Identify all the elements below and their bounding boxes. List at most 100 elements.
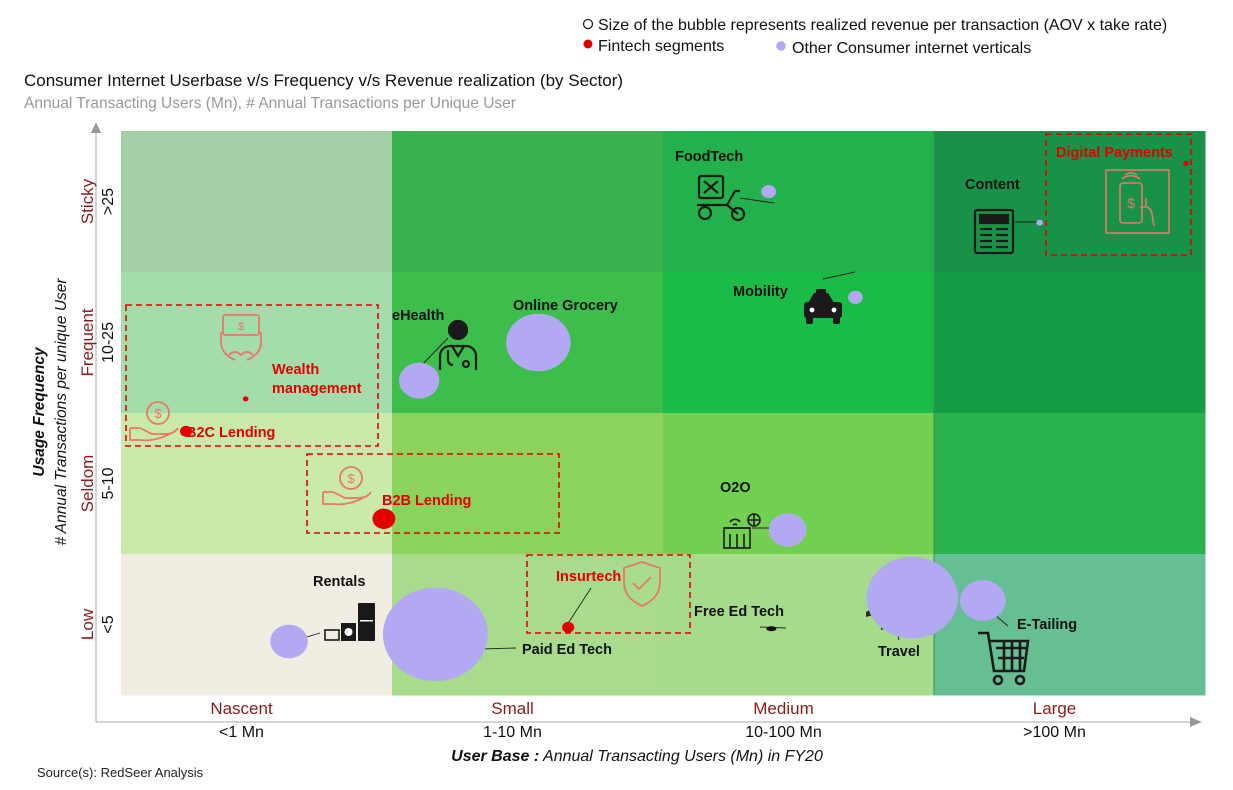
label-digital-payments: Digital Payments xyxy=(1056,145,1173,161)
legend-other-marker xyxy=(775,40,787,52)
label-b2b-lending: B2B Lending xyxy=(382,493,471,509)
x-axis-arrow-icon xyxy=(1190,717,1202,727)
label-content: Content xyxy=(965,177,1020,193)
grid-cell-r1-c0 xyxy=(121,272,393,414)
source-note: Source(s): RedSeer Analysis xyxy=(37,765,204,780)
y-category-seldom: Seldom xyxy=(78,455,97,513)
bubble-travel xyxy=(866,556,959,639)
grid-cell-r0-c3 xyxy=(934,131,1206,273)
appliances-icon xyxy=(324,603,375,641)
svg-text:$: $ xyxy=(1127,195,1135,211)
x-axis-title-bold: User Base : xyxy=(451,748,539,765)
bubble-rentals xyxy=(270,624,308,659)
legend: Size of the bubble represents realized r… xyxy=(582,17,1167,57)
bubble-digital-payments xyxy=(1183,160,1189,166)
coin-hand-icon-b2b: $ xyxy=(322,466,372,506)
doctor-icon xyxy=(438,319,478,370)
y-axis-title: Usage Frequency xyxy=(31,346,48,477)
label-e-tailing: E-Tailing xyxy=(1017,617,1077,633)
grid-cell-r0-c1 xyxy=(392,131,664,273)
fintech-boxes xyxy=(125,133,1192,634)
bubbles xyxy=(179,160,1189,682)
bubble-insurtech xyxy=(562,621,575,633)
delivery-scooter-icon xyxy=(697,174,746,222)
label-free-ed-tech: Free Ed Tech xyxy=(694,604,784,620)
box-b2b-lending xyxy=(306,453,560,534)
money-hands-icon: $ xyxy=(220,314,262,361)
bubble-e-tailing xyxy=(959,580,1006,621)
taxi-icon xyxy=(804,289,842,324)
y-range-frequent: 10-25 xyxy=(100,322,117,363)
grid-cell-r1-c3 xyxy=(934,272,1206,414)
bubble-content xyxy=(1036,219,1044,226)
legend-fintech-marker xyxy=(583,39,593,49)
y-axis-arrow-icon xyxy=(91,122,101,133)
x-category-nascent: Nascent xyxy=(210,699,273,718)
y-category-sticky: Sticky xyxy=(78,178,97,224)
legend-other-label: Other Consumer internet verticals xyxy=(792,40,1031,57)
chart-title: Consumer Internet Userbase v/s Frequency… xyxy=(24,71,623,90)
x-range-medium: 10-100 Mn xyxy=(745,724,822,741)
bubble-free-ed-tech xyxy=(766,626,777,632)
newspaper-icon xyxy=(973,208,1015,255)
label-foodtech: FoodTech xyxy=(675,149,743,165)
legend-size-note: Size of the bubble represents realized r… xyxy=(598,17,1167,34)
coin-hand-icon: $ xyxy=(129,401,179,442)
label-rentals: Rentals xyxy=(313,574,365,590)
grid-cells xyxy=(121,131,1206,696)
box-digital-payments xyxy=(1045,133,1192,256)
leader-mobility xyxy=(822,271,856,280)
y-category-frequent: Frequent xyxy=(78,308,97,376)
leader-insurtech xyxy=(566,587,592,626)
grid-cell-r1-c2 xyxy=(663,272,935,414)
x-axis-title: User Base : Annual Transacting Users (Mn… xyxy=(451,748,823,765)
shield-check-icon xyxy=(623,561,661,607)
label-line: Wealth xyxy=(272,362,319,378)
x-range-nascent: <1 Mn xyxy=(219,724,264,741)
label-paid-ed-tech: Paid Ed Tech xyxy=(522,642,612,658)
svg-text:$: $ xyxy=(238,321,244,333)
bubble-b2b-lending xyxy=(372,508,396,529)
bubble-ehealth xyxy=(398,362,440,399)
x-category-small: Small xyxy=(491,699,534,718)
mobile-payment-icon: $ xyxy=(1105,169,1170,234)
label-line: management xyxy=(272,381,362,397)
x-category-medium: Medium xyxy=(753,699,813,718)
label-travel: Travel xyxy=(878,644,920,660)
y-axis-subtitle: # Annual Transactions per unique User xyxy=(53,278,70,546)
box-wealth-b2c xyxy=(125,304,379,447)
y-range-sticky: >25 xyxy=(100,188,117,215)
y-range-low: <5 xyxy=(100,615,117,633)
y-range-seldom: 5-10 xyxy=(100,467,117,499)
box-insurtech xyxy=(526,554,691,634)
axes xyxy=(91,122,1202,727)
bubble-wealth-management xyxy=(242,396,249,402)
x-range-large: >100 Mn xyxy=(1023,724,1086,741)
label-b2c-lending: B2C Lending xyxy=(186,425,275,441)
grid-cell-r0-c2 xyxy=(663,131,935,273)
bubble-b2c-lending xyxy=(179,425,193,437)
grid-cell-r2-c3 xyxy=(934,413,1206,555)
label-insurtech: Insurtech xyxy=(556,569,621,585)
legend-fintech-label: Fintech segments xyxy=(598,38,724,55)
svg-text:$: $ xyxy=(347,471,355,486)
x-range-small: 1-10 Mn xyxy=(483,724,542,741)
storefront-icon xyxy=(723,513,761,549)
x-category-large: Large xyxy=(1033,699,1076,718)
label-mobility: Mobility xyxy=(733,284,788,300)
grid-cell-r0-c0 xyxy=(121,131,393,273)
leader-foodtech xyxy=(739,197,775,204)
x-axis-title-rest: Annual Transacting Users (Mn) in FY20 xyxy=(539,748,823,765)
svg-text:$: $ xyxy=(154,406,162,421)
grid-cell-r3-c3 xyxy=(934,554,1206,696)
chart-subtitle: Annual Transacting Users (Mn), # Annual … xyxy=(24,95,516,112)
x-axis-labels: Nascent <1 Mn Small 1-10 Mn Medium 10-100 Mn L… xyxy=(210,699,1086,741)
bubble-online-grocery xyxy=(506,313,571,372)
grid-cell-r2-c1 xyxy=(392,413,664,555)
bubble-o2o xyxy=(768,513,807,547)
bubble-paid-ed-tech xyxy=(382,587,488,682)
label-o2o: O2O xyxy=(720,480,751,496)
